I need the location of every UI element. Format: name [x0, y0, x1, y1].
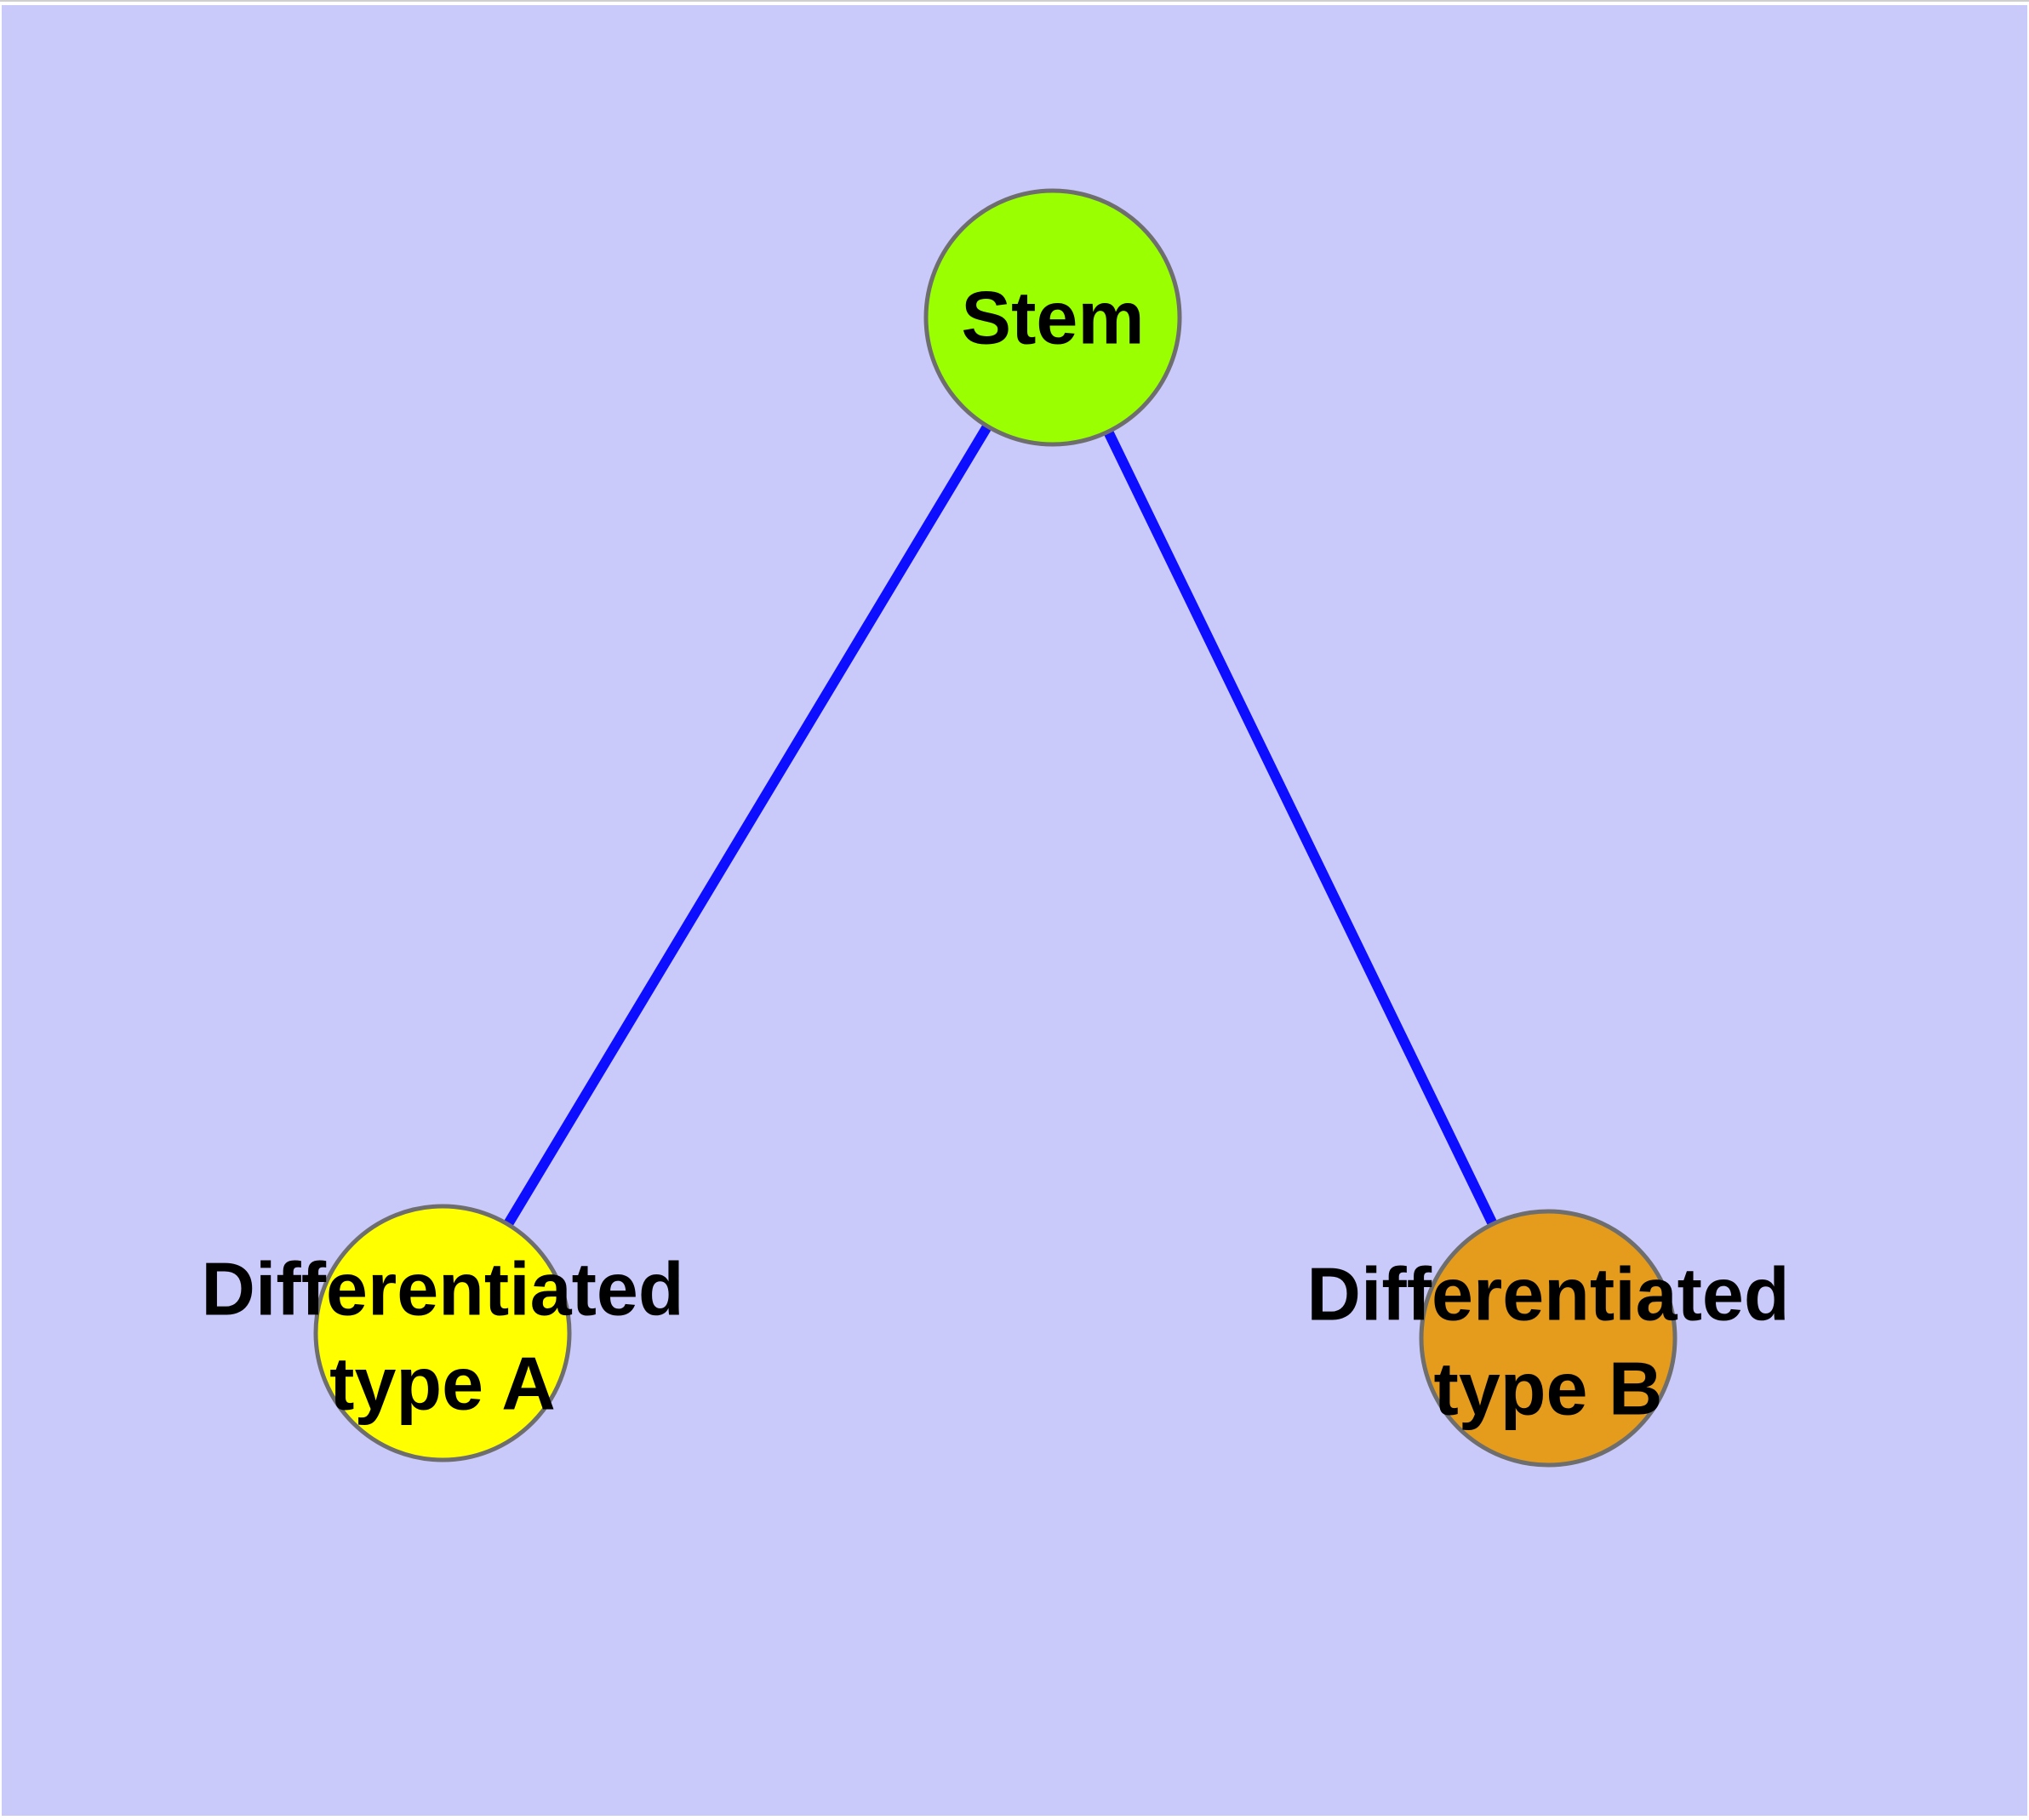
node-type-b-label-line1: Differentiated — [1306, 1252, 1789, 1336]
edge-stem-to-type-a — [437, 314, 1058, 1336]
node-stem-label: Stem — [961, 276, 1144, 360]
node-differentiated-type-a — [313, 1204, 572, 1462]
node-type-b-label-line2: type B — [1434, 1347, 1663, 1431]
edge-stem-to-type-b — [1048, 315, 1553, 1341]
top-edge-line — [0, 0, 2029, 2]
node-type-a-label-line2: type A — [329, 1342, 556, 1426]
node-type-a-label-line1: Differentiated — [201, 1247, 683, 1331]
node-differentiated-type-b — [1419, 1209, 1677, 1468]
node-stem — [923, 188, 1182, 447]
